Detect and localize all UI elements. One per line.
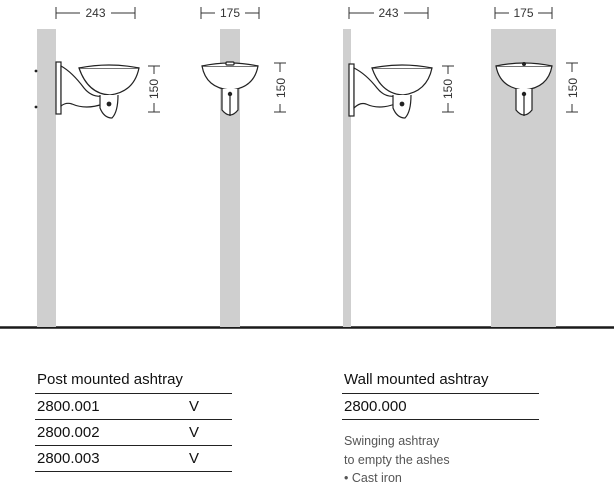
height-label: 150	[147, 79, 161, 99]
width-label: 175	[513, 6, 533, 20]
ashtray-side-view	[348, 63, 433, 119]
ashtray-front-view	[201, 61, 259, 116]
figure-wall-front: 175 150	[491, 6, 580, 327]
figure-post-front: 175 150	[200, 6, 288, 327]
figure-post-side: 243 150	[34, 6, 161, 327]
width-label: 243	[85, 6, 105, 20]
table-row: 2800.002 V	[35, 420, 232, 446]
ashtray-side-view	[55, 61, 140, 119]
width-dimension	[348, 7, 429, 19]
article-code: 2800.001	[37, 398, 100, 415]
height-dimension	[274, 62, 286, 113]
mount-screw-top	[34, 69, 38, 73]
description-line: • Cast iron	[344, 471, 402, 485]
height-dimension	[148, 65, 160, 113]
width-label: 243	[378, 6, 398, 20]
table-title: Post mounted ashtray	[35, 367, 232, 394]
width-dimension	[55, 7, 136, 19]
table-row: 2800.000	[342, 394, 539, 420]
table-row: 2800.003 V	[35, 446, 232, 472]
mount-screw-bottom	[34, 105, 38, 109]
product-drawings: 243 150 175	[0, 6, 614, 329]
article-code: 2800.003	[37, 450, 100, 467]
height-dimension	[442, 65, 454, 113]
width-dimension	[494, 7, 553, 19]
variant-flag: V	[189, 424, 200, 441]
height-label: 150	[274, 78, 288, 98]
description-line: to empty the ashes	[344, 452, 450, 467]
figure-wall-side: 243 150	[343, 6, 455, 327]
width-dimension	[200, 7, 260, 19]
post-mounted-table: Post mounted ashtray 2800.001 V 2800.002…	[35, 367, 232, 472]
wall	[343, 29, 351, 327]
wall-mounted-table: Wall mounted ashtray 2800.000	[342, 367, 539, 420]
width-label: 175	[220, 6, 240, 20]
product-description: Swinging ashtray to empty the ashes • Ca…	[344, 432, 450, 488]
article-code: 2800.002	[37, 424, 100, 441]
post-column	[37, 29, 56, 327]
table-title: Wall mounted ashtray	[342, 367, 539, 394]
ashtray-front-view	[495, 61, 553, 116]
variant-flag: V	[189, 450, 200, 467]
table-row: 2800.001 V	[35, 394, 232, 420]
height-dimension	[566, 62, 578, 113]
article-code: 2800.000	[344, 398, 407, 415]
description-line: Swinging ashtray	[344, 434, 440, 448]
height-label: 150	[566, 78, 580, 98]
height-label: 150	[441, 79, 455, 99]
variant-flag: V	[189, 398, 200, 415]
